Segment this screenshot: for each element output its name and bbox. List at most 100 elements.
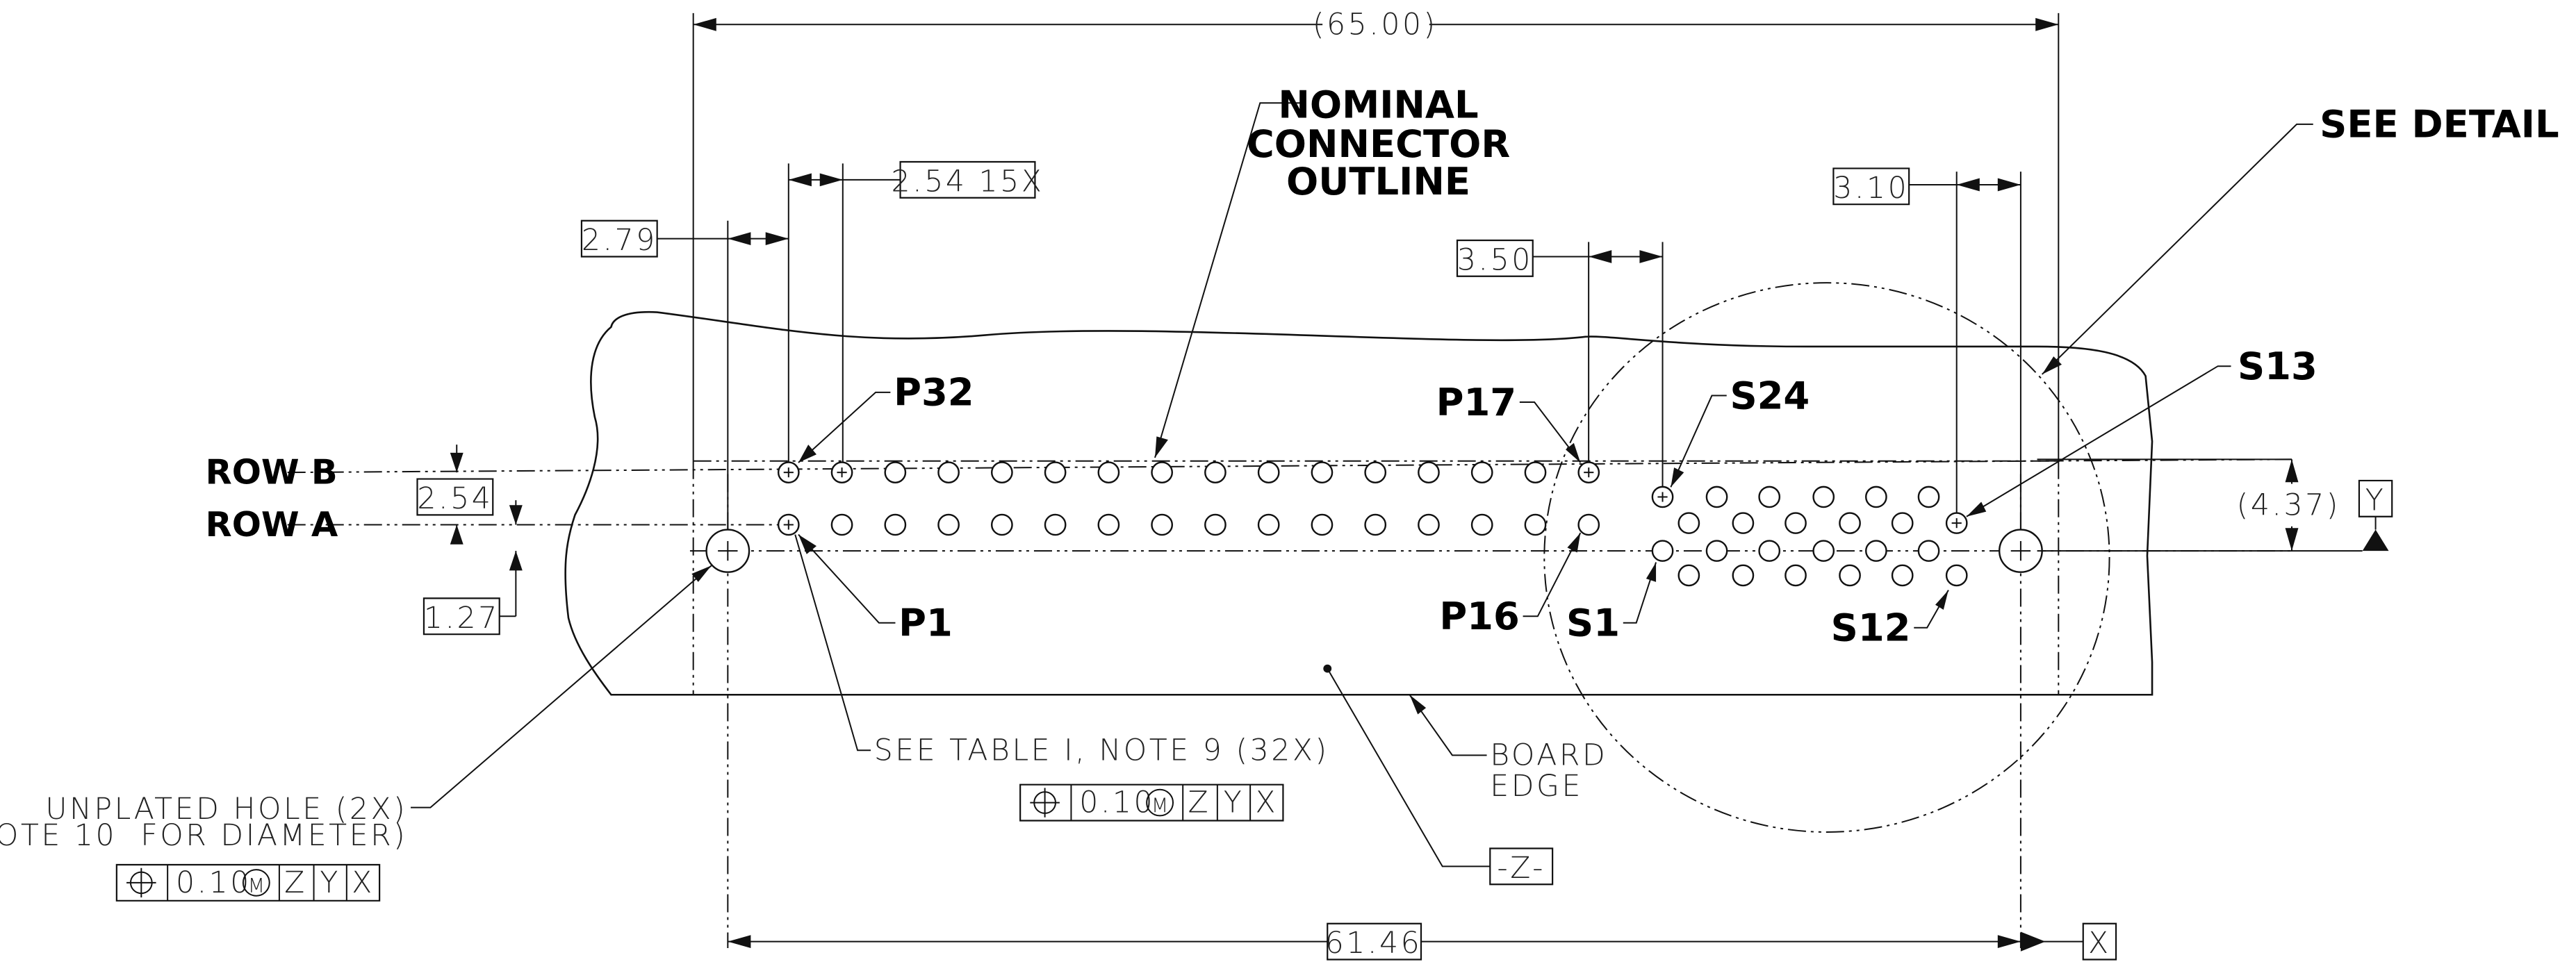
- row-a-pin-hole: [1525, 515, 1545, 535]
- mmc-modifier-icon: [1147, 790, 1173, 816]
- pin-pitch-label: 2.54 15X: [892, 165, 1044, 199]
- signal-contact-hole: [1814, 541, 1834, 561]
- hole-spacing-label: 61.46: [1325, 927, 1422, 961]
- row-b-pin-hole: [992, 463, 1012, 483]
- row-b-pin-hole: [1312, 463, 1332, 483]
- hole-pattern: [707, 463, 2042, 586]
- detail-k-circle: [1544, 283, 2109, 832]
- pin-s1-label: S1: [1566, 601, 1620, 645]
- pin-p16-label: P16: [1439, 595, 1520, 638]
- position-icon: [1030, 788, 1060, 817]
- fcf-pins-modifier: M: [1151, 795, 1168, 818]
- signal-contact-hole: [1892, 565, 1912, 586]
- row-b-pin-hole: [1258, 463, 1279, 483]
- signal-contact-hole: [1652, 541, 1673, 561]
- unplated-hole-line2: (SEE NOTE 10 FOR DIAMETER): [0, 819, 407, 853]
- row-b-pin-hole: [1099, 463, 1119, 483]
- signal-contact-hole: [1733, 565, 1753, 586]
- fcf-holes: 0.10 M Z Y X: [117, 865, 379, 901]
- datum-y-triangle: [2362, 529, 2389, 551]
- nominal-outline-callout: NOMINAL CONNECTOR OUTLINE: [1155, 83, 1510, 458]
- datum-x-label: X: [2088, 927, 2111, 961]
- row-b-pin-hole: [1205, 463, 1225, 483]
- p17-to-s24-box: [1457, 240, 1533, 276]
- position-icon: [126, 868, 156, 897]
- row-b-pin-hole: [1525, 463, 1545, 483]
- dim-row-offset: 1.27: [424, 500, 523, 636]
- datum-y-box: [2359, 481, 2392, 517]
- s13-offset-label: 3.10: [1833, 172, 1909, 206]
- board-edge-line2: EDGE: [1490, 770, 1583, 804]
- signal-contact-hole: [1814, 487, 1834, 507]
- see-detail-label: SEE DETAIL K: [2320, 103, 2576, 147]
- signal-contact-hole: [1919, 541, 1939, 561]
- row-b-pin-hole: [938, 463, 958, 483]
- dim-row-spacing: 2.54: [417, 445, 493, 545]
- pin-p1-label: P1: [899, 601, 953, 645]
- board-edge-callout: BOARD EDGE: [1409, 695, 1607, 804]
- row-b-pin-hole: [1151, 463, 1172, 483]
- datum-y: Y: [2359, 481, 2392, 551]
- row-a-pin-hole: [1151, 515, 1172, 535]
- row-a-pin-hole: [1205, 515, 1225, 535]
- dim-overall-width: (65.00): [693, 8, 2059, 42]
- extension-lines: [694, 13, 2363, 551]
- dim-hole-spacing: 61.46 X: [728, 924, 2116, 961]
- signal-contact-hole: [1785, 513, 1805, 533]
- row-b-pin-hole: [885, 463, 905, 483]
- row-a-pin-hole: [832, 515, 852, 535]
- dim-height-ref: (4.37): [2237, 459, 2338, 551]
- row-a-pin-hole: [1472, 515, 1492, 535]
- overall-width-label: (65.00): [1313, 8, 1438, 42]
- signal-contact-hole: [1946, 565, 1967, 586]
- signal-contact-hole: [1733, 513, 1753, 533]
- pin-callouts: P32 P1 P17 P16 S24 S1 S12 S13: [798, 345, 2317, 650]
- datum-z-box: [1490, 848, 1552, 884]
- signal-contact-hole: [1892, 513, 1912, 533]
- centerlines: [288, 459, 2292, 948]
- row-spacing-label: 2.54: [417, 482, 493, 516]
- row-offset-label: 1.27: [424, 601, 500, 636]
- row-a-pin-hole: [1099, 515, 1119, 535]
- row-a-label: ROW A: [206, 504, 339, 545]
- row-b-label: ROW B: [206, 452, 338, 492]
- dim-pin-pitch: 2.54 15X: [788, 162, 1044, 199]
- signal-contact-hole: [1839, 565, 1860, 586]
- row-a-pin-hole: [1258, 515, 1279, 535]
- row-a-pin-hole: [1312, 515, 1332, 535]
- board-edge-line1: BOARD: [1490, 739, 1607, 773]
- row-a-pin-hole: [992, 515, 1012, 535]
- row-a-pin-hole: [1045, 515, 1065, 535]
- dim-p17-to-s24: 3.50: [1457, 240, 1663, 277]
- table-note-label: SEE TABLE I, NOTE 9 (32X): [874, 733, 1329, 767]
- row-b-pin-hole: [1365, 463, 1386, 483]
- signal-contact-hole: [1679, 513, 1699, 533]
- s13-offset-box: [1833, 168, 1909, 204]
- see-detail-callout: SEE DETAIL K: [2042, 103, 2576, 374]
- row-a-pin-hole: [938, 515, 958, 535]
- row-a-pin-hole: [1579, 515, 1599, 535]
- fcf-pins-tolerance: 0.10: [1079, 786, 1155, 820]
- fcf-pins-ref-1: Z: [1188, 786, 1211, 820]
- signal-contact-hole: [1707, 487, 1727, 507]
- table-note-callout: SEE TABLE I, NOTE 9 (32X): [795, 535, 1329, 767]
- datum-x-arrow: [2020, 931, 2046, 952]
- row-spacing-box: [417, 479, 493, 515]
- signal-contact-hole: [1866, 541, 1886, 561]
- pin-s13-label: S13: [2238, 345, 2317, 388]
- edge-to-pin-label: 2.79: [582, 224, 657, 258]
- mmc-modifier-icon: [243, 870, 270, 896]
- signal-contact-hole: [1707, 541, 1727, 561]
- nominal-outline-line2: CONNECTOR: [1247, 122, 1510, 166]
- signal-contact-hole: [1759, 487, 1780, 507]
- fcf-holes-tolerance: 0.10: [176, 866, 252, 900]
- datum-z-label: -Z-: [1497, 852, 1545, 886]
- unplated-hole-line1: UNPLATED HOLE (2X): [45, 792, 407, 827]
- fcf-holes-ref-2: Y: [320, 866, 341, 900]
- row-b-pin-hole: [1045, 463, 1065, 483]
- fcf-holes-ref-1: Z: [284, 866, 307, 900]
- hole-spacing-box: [1327, 924, 1421, 960]
- fcf-holes-ref-3: X: [352, 866, 375, 900]
- signal-contact-hole: [1919, 487, 1939, 507]
